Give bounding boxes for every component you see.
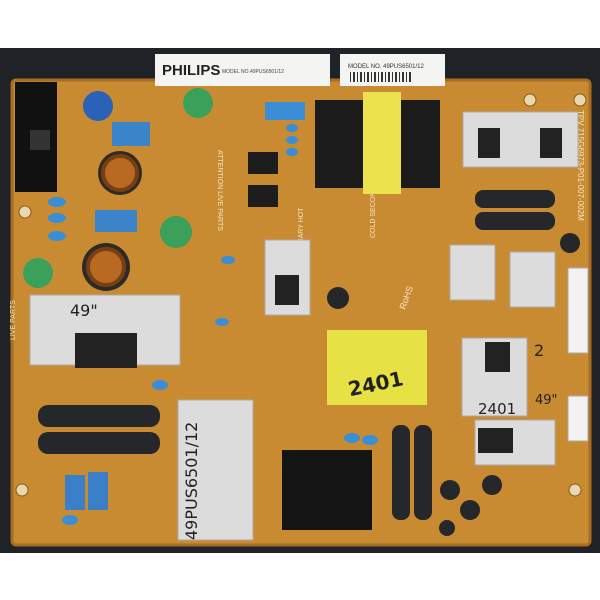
varistor [83,91,113,121]
thermistor [160,216,192,248]
blue-component [265,102,305,120]
svg-text:PHILIPS: PHILIPS [162,62,220,79]
standby-transformer [282,450,372,530]
output-connector [567,267,589,354]
part-number: TPV 715G6973-P01-007-002M [576,110,585,221]
philips-label: PHILIPS MODEL NO. 49PUS6501/12 [155,54,330,86]
handwritten-size: 49" [535,393,558,408]
svg-text:COLD SECONDARY: COLD SECONDARY [370,172,377,238]
svg-text:MODEL NO.: MODEL NO. [222,69,250,75]
handwritten-size: 49" [70,301,98,320]
film-capacitor [88,472,108,510]
handwritten-model: 49PUS6501/12 [182,422,201,540]
film-capacitor [65,475,85,510]
svg-text:49PUS6501/12: 49PUS6501/12 [250,69,284,75]
handwritten-mark: 2 [534,341,544,360]
x-capacitor [95,210,137,232]
electrolytic-capacitors [38,190,580,536]
x-capacitor [112,122,150,146]
svg-text:LIVE PARTS: LIVE PARTS [10,300,17,340]
svg-text:MODEL NO. 49PUS6501/12: MODEL NO. 49PUS6501/12 [348,64,424,70]
svg-text:PRIMARY HOT: PRIMARY HOT [298,207,305,256]
heatsink-transistors [75,128,562,453]
model-barcode-label: MODEL NO. 49PUS6501/12 [340,54,445,86]
y-capacitors [48,124,378,525]
handwritten-code: 2401 [478,400,516,418]
main-transformer [315,92,440,194]
pfc-inductor [327,330,427,405]
thermistor [183,88,213,118]
common-mode-choke [82,151,142,291]
thermistor [23,258,53,288]
warning-silkscreen: ATTENTION LIVE PARTS [216,150,223,231]
output-connector [567,395,589,442]
